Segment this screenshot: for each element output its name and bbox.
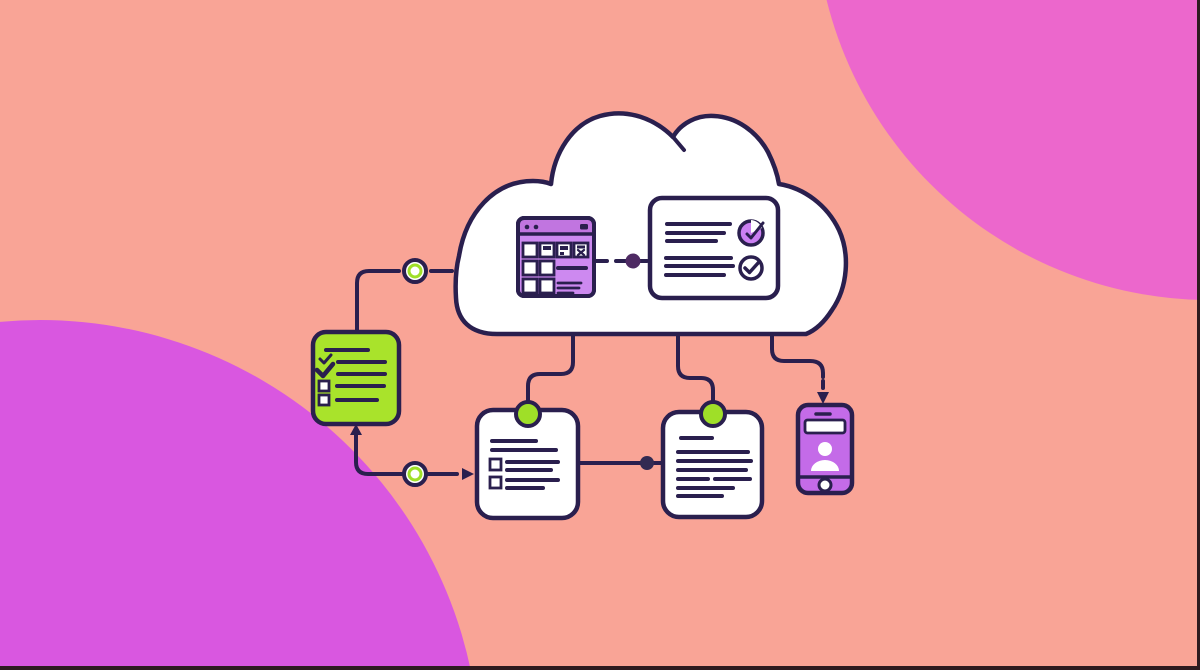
check-circle-mark [743,260,761,275]
checkbox-icon-task-2 [488,475,503,490]
ring-node-outer [402,461,428,487]
browser-dot-2 [533,224,539,230]
decor-circle-top-right [826,0,1200,300]
connector-cloud-to-task [526,332,575,405]
browser-dot-1 [524,224,530,230]
connector-cloud-to-phone [770,332,825,379]
lime-pin-task-card [514,400,542,428]
navy-dot [640,456,654,470]
connector-checklist-to-task [354,433,405,476]
ring-node-outer [402,258,428,284]
user-icon-shoulders [811,460,839,471]
calendar-cell [538,259,556,277]
calendar-cell [521,241,539,259]
browser-menu-icon [580,224,588,230]
task-card [474,407,581,521]
pie-chart-wedge [751,220,762,233]
calendar-cell [521,259,539,277]
ring-node-top [402,258,428,284]
ring-node-inner [407,263,423,279]
home-button [817,477,833,493]
smartphone [795,402,855,496]
ring-node-bottom [402,461,428,487]
calendar-widget [516,216,596,298]
report-card [647,195,781,301]
calendar-cell-mark [560,252,564,255]
decor-circle-bottom-left [0,320,471,670]
frame-edge-bottom [0,666,1200,670]
check-circle-icon [738,255,764,281]
calendar-cell-x-icon [576,248,586,257]
calendar-widget-outline [516,216,596,298]
connectors [354,269,825,476]
user-icon [811,442,839,471]
user-icon-head [818,442,832,456]
cloud-crease [671,135,686,152]
calendar-cell-mark [543,246,551,250]
checkbox-icon-1 [317,379,331,393]
calendar-cell [538,277,556,295]
calendar-cell [572,241,590,259]
checkmark-icon-small [318,353,333,365]
frame-edge-right [1197,0,1200,670]
arrowhead-into-checklist [350,424,362,435]
plum-dot [625,253,641,269]
ring-node-inner [407,466,423,482]
connector-cloud-to-checklist-2 [355,269,401,332]
checklist-card-body [310,329,402,427]
pie-chart-icon [737,219,765,247]
calendar-cell-mark [560,246,568,250]
edge-markers [350,253,829,487]
checkmark-icon-bold [314,361,336,379]
checkbox-icon-2 [317,393,331,407]
connector-cloud-to-document [676,332,715,405]
calendar-cell-mark [577,245,585,249]
calendar-widget-header [520,220,592,234]
pie-chart-tick [745,221,765,240]
checklist-card [310,329,402,427]
lime-pin-document-card [699,400,727,428]
report-card-body [647,195,781,301]
arrowhead-into-smartphone [817,392,829,404]
calendar-cell [521,277,539,295]
smartphone-notification-bar [803,418,847,435]
checkbox-icon-task-1 [488,457,503,472]
arrowhead-into-task-card [462,468,474,480]
